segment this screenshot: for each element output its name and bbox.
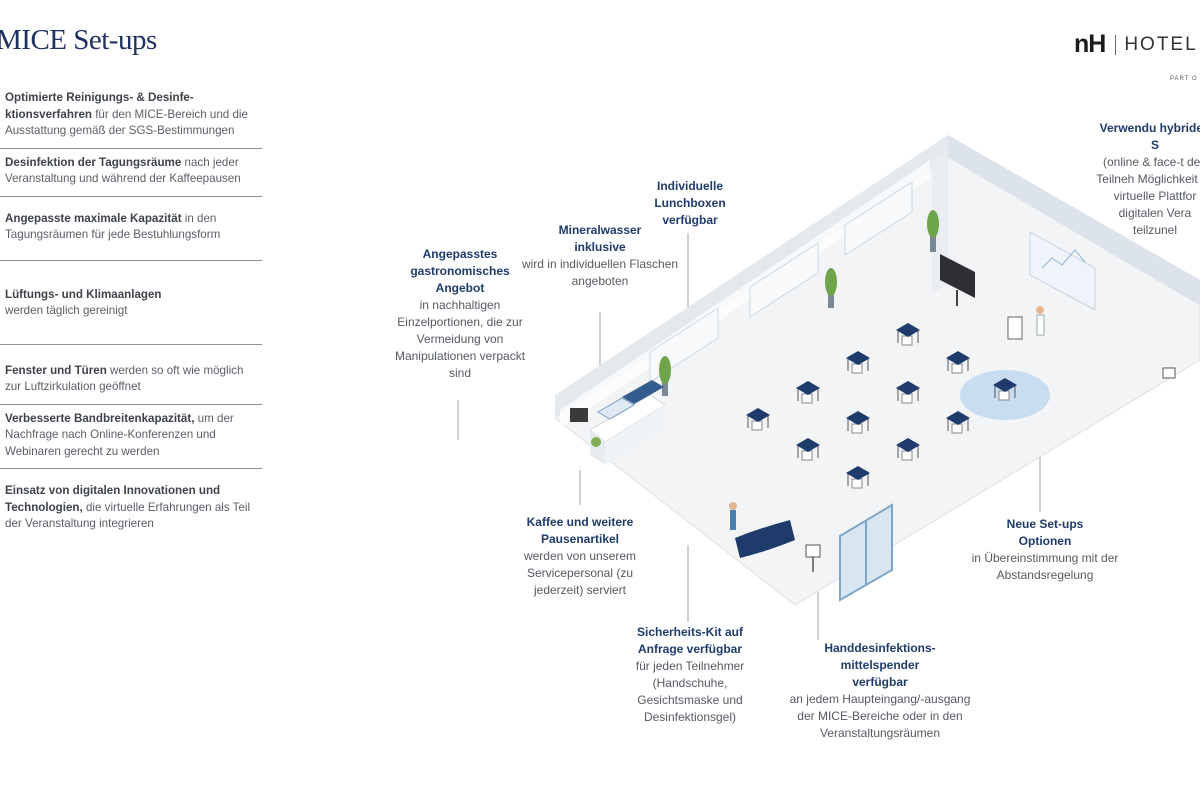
- logo-text: HOTEL: [1124, 33, 1198, 55]
- callout-text: (online & face-t den Teilneh Möglichkeit…: [1096, 155, 1200, 237]
- desk-with-chair: [946, 351, 970, 374]
- logo-subtitle: PART O: [1170, 76, 1198, 82]
- desk-with-chair: [896, 381, 920, 404]
- desk-with-chair: [746, 408, 770, 431]
- measure-item: Verbesserte Bandbreitenkapazität, um der…: [0, 405, 262, 469]
- measure-heading: Optimierte Reinigungs- & Desinfe-ktionsv…: [5, 91, 194, 121]
- callout-new-setups: Neue Set-ups Optionen in Übereinstimmung…: [965, 516, 1125, 584]
- callout-hybrid: Verwendu hybriden S (online & face-t den…: [1095, 120, 1200, 239]
- measure-item: Einsatz von digitalen Innovationen und T…: [0, 469, 262, 541]
- screen-graph: [1041, 249, 1086, 269]
- measure-text: in den Tagungsräumen für jede Bestuhlung…: [5, 211, 221, 242]
- callout-text: werden von unserem Servicepersonal (zu j…: [523, 549, 637, 597]
- measure-text: die virtuelle Erfahrungen als Teil der V…: [5, 500, 251, 531]
- callout-text: in nachhaltigen Einzelportionen, die zur…: [394, 298, 526, 380]
- water-bottles: [597, 397, 635, 420]
- measure-text: werden so oft wie möglich zur Luftzirkul…: [5, 363, 244, 394]
- callout-sanitizer: Handdesinfektions-mittelspender verfügba…: [785, 640, 975, 742]
- callout-heading: Neue Set-ups Optionen: [1006, 517, 1084, 548]
- desk-with-chair: [846, 411, 870, 434]
- desk-with-chair: [846, 466, 870, 489]
- callout-heading: Individuelle Lunchboxen verfügbar: [654, 179, 726, 227]
- measure-heading: Lüftungs- und Klimaanlagen: [5, 287, 162, 301]
- measure-heading: Desinfektion der Tagungsräume: [5, 155, 182, 169]
- reception-desk: [735, 520, 795, 558]
- callout-text: in Übereinstimmung mit der Abstandsregel…: [971, 551, 1119, 582]
- callout-text: an jedem Haupteingang/-ausgang der MICE-…: [789, 692, 971, 740]
- measure-text: für den MICE-Bereich und die Ausstattung…: [5, 107, 248, 138]
- measure-item: Angepasste maximale Kapazität in den Tag…: [0, 197, 262, 261]
- callout-heading: Sicherheits-Kit auf Anfrage verfügbar: [636, 625, 744, 656]
- measure-text: werden täglich gereinigt: [5, 304, 128, 317]
- desk-with-chair: [946, 411, 970, 434]
- logo-mark: nH: [1074, 30, 1106, 58]
- distanced-desks: [746, 323, 1017, 489]
- callout-text: wird in individuellen Flaschen angeboten: [521, 257, 679, 288]
- callout-heading: Angepasstes gastronomisches Angebot: [410, 247, 510, 295]
- lunchboxes: [622, 380, 664, 404]
- measure-item: Desinfektion der Tagungsräume nach jeder…: [0, 149, 262, 197]
- desk-with-chair: [846, 351, 870, 374]
- nh-hotel-logo: nH HOTEL: [1074, 30, 1198, 59]
- callout-heading: Handdesinfektions-mittelspender verfügba…: [824, 641, 936, 689]
- callout-safety-kit: Sicherheits-Kit auf Anfrage verfügbar fü…: [620, 624, 760, 726]
- callout-lunchboxes: Individuelle Lunchboxen verfügbar: [640, 178, 740, 229]
- measure-item: Lüftungs- und Klimaanlagen werden täglic…: [0, 261, 262, 345]
- measure-heading: Angepasste maximale Kapazität: [5, 211, 182, 225]
- plants: [659, 210, 939, 396]
- measure-heading: Fenster und Türen: [5, 363, 107, 377]
- measure-heading: Verbesserte Bandbreitenkapazität,: [5, 411, 195, 425]
- coffee-machine: [570, 408, 588, 422]
- callout-coffee: Kaffee und weitere Pausenartikel werden …: [512, 514, 648, 599]
- callout-mineral-water: Mineralwasser inklusive wird in individu…: [520, 222, 680, 290]
- callout-heading: Mineralwasser inklusive: [558, 223, 642, 254]
- tv-monitor: [940, 254, 975, 298]
- measure-item: Fenster und Türen werden so oft wie mögl…: [0, 345, 262, 405]
- desk-with-chair: [896, 438, 920, 461]
- callout-heading: Kaffee und weitere Pausenartikel: [526, 515, 634, 546]
- callout-heading: Verwendu hybriden S: [1099, 121, 1200, 152]
- projection-screen: [1029, 231, 1096, 311]
- measure-text: um der Nachfrage nach Online-Konferenzen…: [5, 411, 234, 458]
- desk-with-chair: [796, 438, 820, 461]
- desk-with-chair: [993, 378, 1017, 401]
- measure-heading: Einsatz von digitalen Innovationen und T…: [5, 484, 221, 514]
- desk-with-chair: [896, 323, 920, 346]
- callout-text: für jeden Teilnehmer (Handschuhe, Gesich…: [635, 659, 745, 724]
- measure-text: nach jeder Veranstaltung und während der…: [5, 155, 241, 186]
- room-wall-right: [948, 135, 1200, 305]
- logo-divider: [1115, 34, 1117, 55]
- callout-gastronomy: Angepasstes gastronomisches Angebot in n…: [385, 246, 535, 382]
- page-title: MICE Set-ups: [0, 24, 157, 56]
- podium: [1007, 316, 1023, 340]
- measure-item: Optimierte Reinigungs- & Desinfe-ktionsv…: [0, 84, 262, 149]
- desk-with-chair: [796, 381, 820, 404]
- measures-list: Optimierte Reinigungs- & Desinfe-ktionsv…: [0, 84, 262, 541]
